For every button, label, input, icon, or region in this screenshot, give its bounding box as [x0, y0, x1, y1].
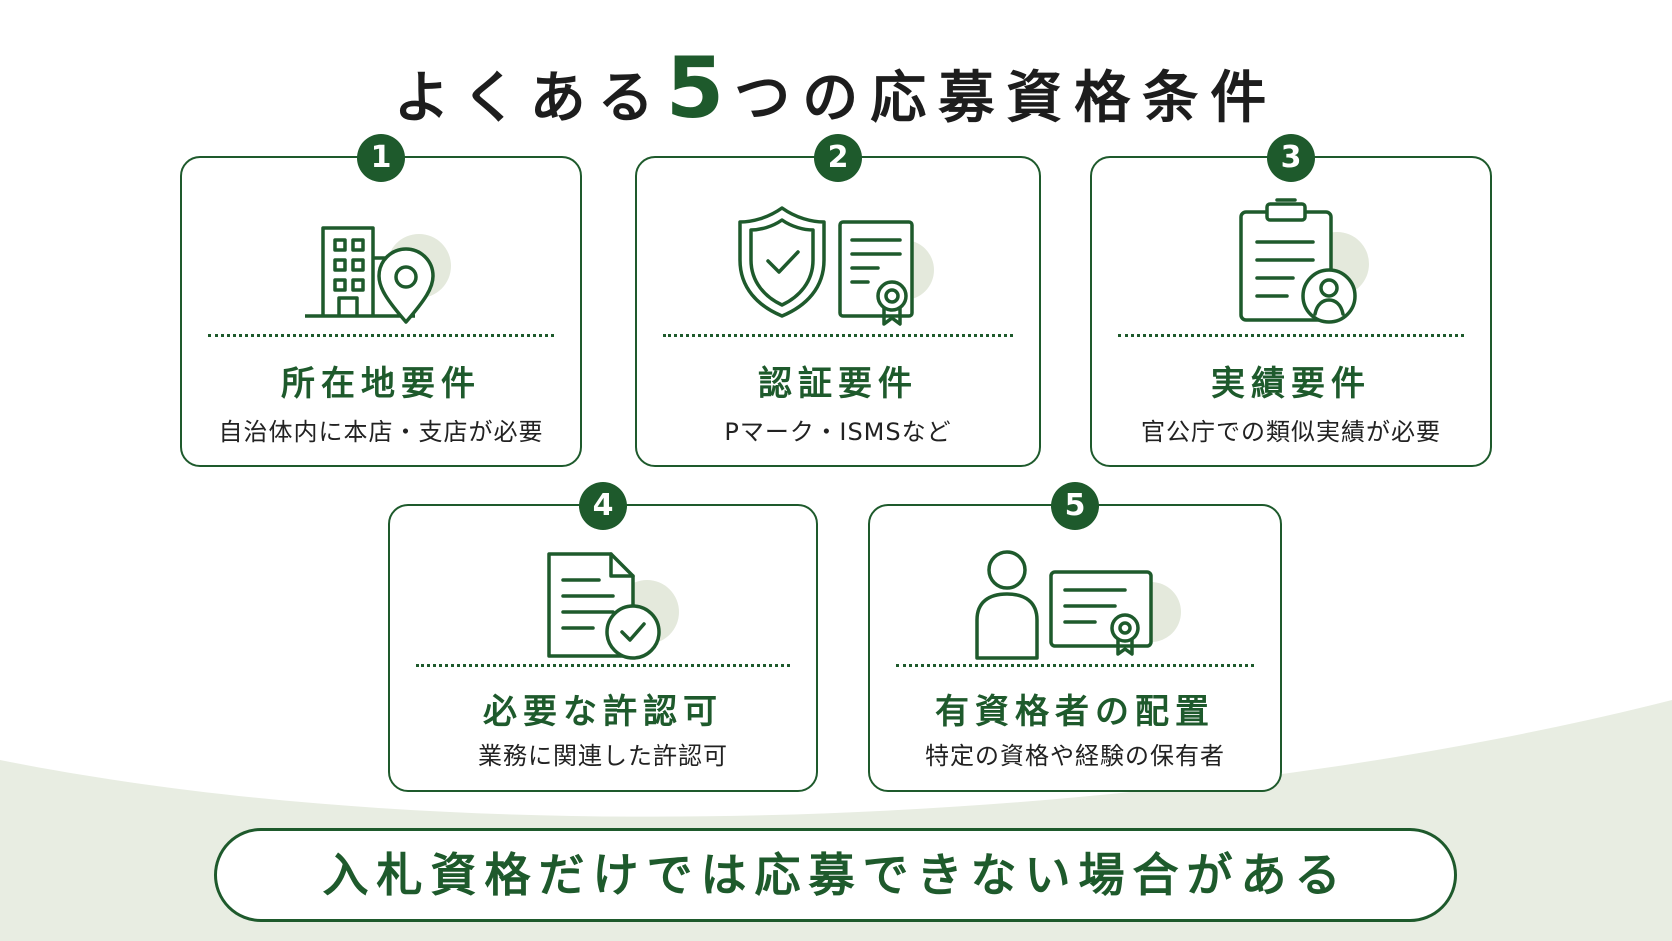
card-number-badge: 5 [1051, 482, 1099, 530]
title-suffix: つの応募資格条件 [734, 66, 1279, 131]
card-permit-requirement: 4 必要な許認可 業務に関連した許認可 [388, 482, 818, 792]
card-location-requirement: 1 所在地要件 自治体内に本店・支店が必要 [180, 134, 582, 467]
card-description: 自治体内に本店・支店が必要 [218, 418, 544, 446]
shield-certificate-icon [738, 206, 934, 326]
card-qualified-staff-requirement: 5 有資格者の配置 特定の資格や経験の保有者 [868, 482, 1282, 792]
card-title: 所在地要件 [281, 364, 481, 404]
dotted-divider [416, 664, 790, 667]
dotted-divider [663, 334, 1013, 337]
title-prefix: よくある [393, 66, 666, 131]
page-title: よくある5つの応募資格条件 [0, 38, 1672, 139]
document-check-icon [547, 552, 679, 660]
card-description: 官公庁での類似実績が必要 [1141, 418, 1441, 446]
card-title: 有資格者の配置 [935, 692, 1215, 732]
card-description: 業務に関連した許認可 [478, 742, 728, 770]
card-number-badge: 1 [357, 134, 405, 182]
clipboard-person-icon [1239, 198, 1369, 324]
building-location-icon [305, 226, 451, 324]
bottom-banner: 入札資格だけでは応募できない場合がある [214, 828, 1457, 922]
card-number-badge: 3 [1267, 134, 1315, 182]
title-number: 5 [665, 39, 735, 137]
card-title: 実績要件 [1211, 364, 1371, 404]
card-certification-requirement: 2 認証要件 Pマーク・ISMSなど [635, 134, 1041, 467]
card-title: 認証要件 [758, 364, 918, 404]
card-number-badge: 2 [814, 134, 862, 182]
card-track-record-requirement: 3 実績要件 官公庁での類似実績が必要 [1090, 134, 1492, 467]
dotted-divider [208, 334, 554, 337]
person-certificate-icon [975, 550, 1181, 660]
card-description: Pマーク・ISMSなど [724, 418, 952, 446]
card-number-badge: 4 [579, 482, 627, 530]
card-description: 特定の資格や経験の保有者 [925, 742, 1225, 770]
dotted-divider [896, 664, 1254, 667]
dotted-divider [1118, 334, 1464, 337]
card-title: 必要な許認可 [483, 692, 723, 732]
